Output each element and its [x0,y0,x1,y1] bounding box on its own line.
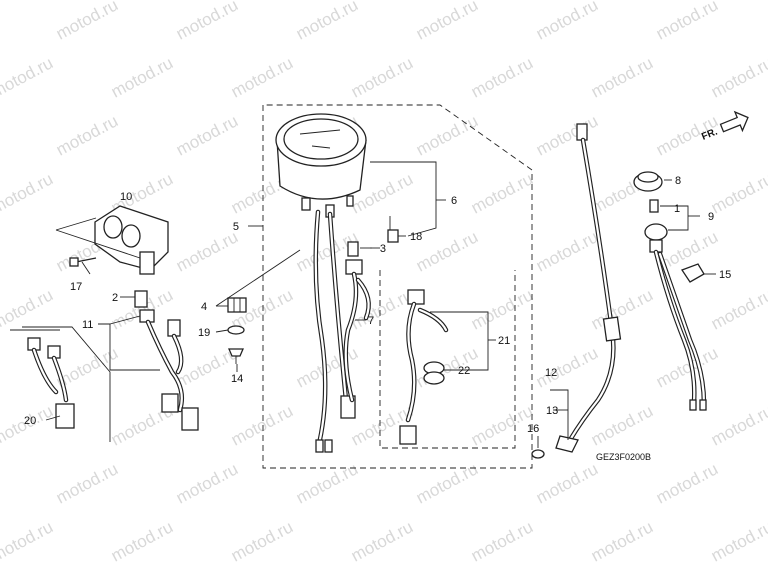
callout-22: 22 [458,365,470,377]
watermark-text: motod.ru [0,111,1,159]
callout-16: 16 [527,423,539,435]
watermark-text: motod.ru [108,517,176,565]
callout-14: 14 [231,373,243,385]
watermark-text: motod.ru [588,285,656,333]
callout-labels: 5 6 3 18 7 21 22 10 17 2 11 20 4 19 14 8… [24,175,731,435]
lamp-socket-8 [633,171,663,192]
assembly-outlines [10,104,533,469]
watermark-text: motod.ru [293,0,361,44]
holder-15 [681,263,705,283]
watermark-text: motod.ru [0,0,1,44]
cable-nut-4 [227,297,247,313]
watermark-text: motod.ru [0,285,56,333]
callout-12: 12 [545,367,557,379]
callout-18: 18 [410,231,422,243]
callout-8: 8 [675,175,681,187]
socket-harness-9 [644,223,707,411]
watermark-text: motod.ru [708,401,768,449]
watermark-text: motod.ru [108,53,176,101]
watermark-text: motod.ru [413,343,481,391]
cable-clamp-22 [423,361,445,385]
callout-20: 20 [24,415,36,427]
watermark-text: motod.ru [413,111,481,159]
watermark-text: motod.ru [653,459,721,507]
callout-2: 2 [112,292,118,304]
watermark-text: motod.ru [533,459,601,507]
watermark-text: motod.ru [468,401,536,449]
callout-11: 11 [82,319,93,331]
watermark-text: motod.ru [173,0,241,44]
callout-5: 5 [233,221,239,233]
watermark-text: motod.ru [293,459,361,507]
callout-19: 19 [198,327,210,339]
callout-17: 17 [70,281,82,293]
watermark-text: motod.ru [53,111,121,159]
callout-1: 1 [674,203,680,215]
watermark-text: motod.ru [0,517,56,565]
watermark-text: motod.ru [533,0,601,44]
watermark-text: motod.ru [173,227,241,275]
watermark-text: motod.ru [53,0,121,44]
watermark-text: motod.ru [468,285,536,333]
callout-9: 9 [708,211,714,223]
harness-11 [139,309,199,431]
diagram-code: GEZ3F0200B [596,452,651,462]
leader-lines [45,161,716,448]
nut-14 [228,348,244,364]
watermark-text: motod.ru [588,53,656,101]
callout-7: 7 [368,315,374,327]
watermark-text: motod.ru [0,343,1,391]
watermark-text: motod.ru [533,111,601,159]
callout-6: 6 [451,195,457,207]
speedometer-cable [531,123,622,459]
lamp-harness-21 [399,289,449,445]
watermark-text: motod.ru [348,517,416,565]
watermark-text: motod.ru [413,227,481,275]
watermark-text: motod.ru [588,401,656,449]
watermark-text: motod.ru [0,459,1,507]
watermark-text: motod.ru [533,227,601,275]
callout-3: 3 [380,243,386,255]
washer-19 [227,325,245,335]
indicator-unit-10 [94,205,169,275]
watermark-text: motod.ru [413,0,481,44]
front-arrow-icon: FR. [700,110,749,143]
watermark-text: motod.ru [413,459,481,507]
watermark-text: motod.ru [468,53,536,101]
sub-harness-20 [27,337,75,429]
watermark-text: motod.ru [708,285,768,333]
callout-10: 10 [120,191,132,203]
lamp-harness-7 [343,259,371,403]
watermark-text: motod.ru [468,517,536,565]
callout-15: 15 [719,269,731,281]
bolt-17 [69,257,97,267]
watermark-text: motod.ru [708,517,768,565]
watermark-text: motod.ru [173,111,241,159]
watermark-text: motod.ru [173,459,241,507]
callout-13: 13 [546,405,558,417]
watermark-text: motod.ru [468,169,536,217]
watermark-text: motod.ru [0,53,56,101]
watermark-text: motod.ru [533,343,601,391]
callout-4: 4 [201,301,207,313]
watermark-text: motod.ru [0,169,56,217]
bulb-1 [649,199,659,213]
screw-18 [387,216,406,243]
watermark-text: motod.ru [588,517,656,565]
watermark-text: motod.ru [228,401,296,449]
watermark-text: motod.ru [348,53,416,101]
speedometer-assembly [275,113,367,453]
watermark-text: motod.ru [708,53,768,101]
watermark-text: motod.ru [708,169,768,217]
bulb-2 [134,290,148,308]
watermark-text: motod.ru [53,459,121,507]
callout-21: 21 [498,335,510,347]
watermark-text: motod.ru [228,517,296,565]
watermark-text: motod.ru [0,227,1,275]
watermark-text: motod.ru [653,0,721,44]
watermark-text: motod.ru [228,53,296,101]
